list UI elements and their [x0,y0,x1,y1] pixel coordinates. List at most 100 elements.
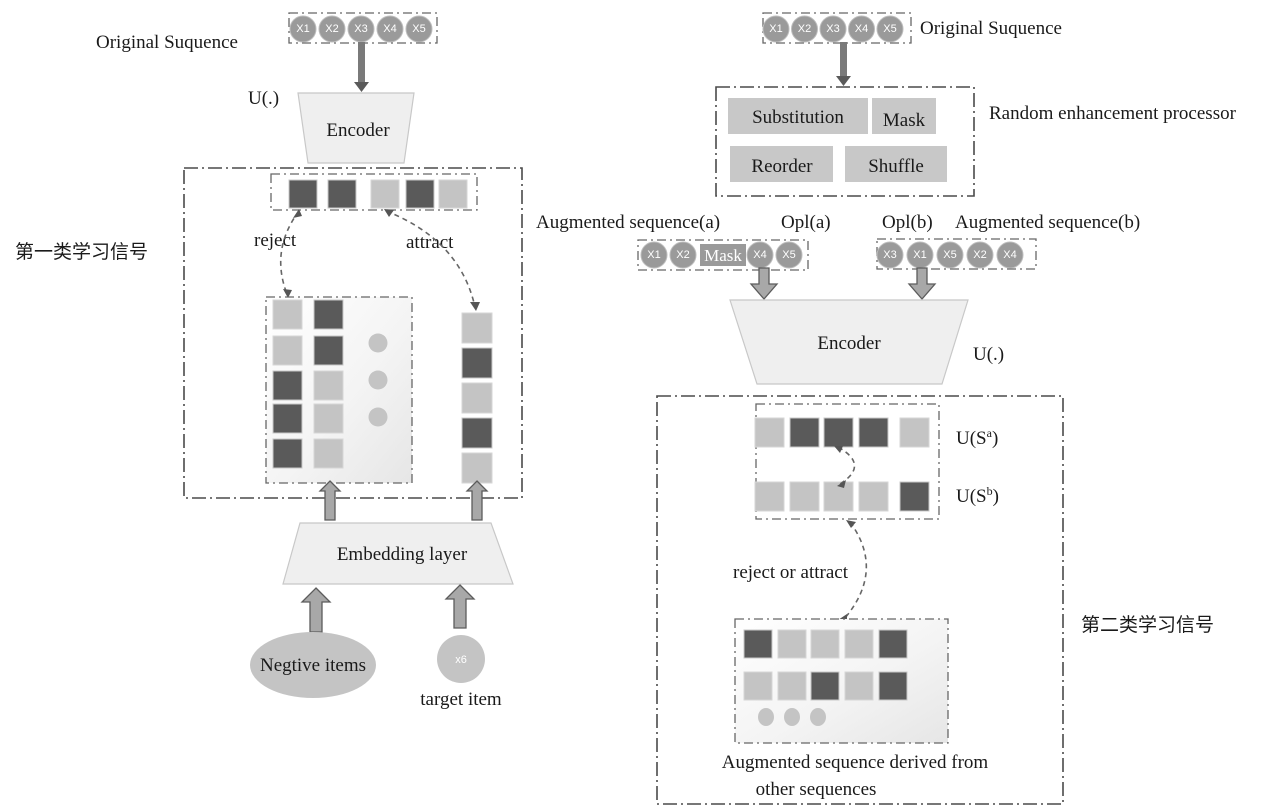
token-label: X1 [296,23,309,35]
negative-items-grid [272,299,388,469]
aug-b-label: Augmented sequence(b) [955,212,1140,233]
usa-cell-dark [823,417,854,448]
usb-cell-light [789,481,820,512]
target-item-circle [437,635,485,683]
neg-cell-light [272,299,303,330]
other-sequences-grid [743,629,908,726]
target-item-label: target item [420,689,502,710]
left-signal-label: 第一类学习信号 [15,241,148,263]
token-label: X2 [676,249,689,261]
usb-cell-light [858,481,889,512]
neg-cell-light [313,370,344,401]
usa-row [754,417,930,448]
op-mask-label: Mask [883,110,926,131]
token-label: X2 [325,23,338,35]
token-circle [376,15,404,43]
token-label: X3 [354,23,367,35]
target-cell-dark [461,417,493,449]
ellipsis-dot [368,370,388,390]
right-encoder-shape [729,299,969,385]
neg-cell-dark [272,438,303,469]
other-caption-line1: Augmented sequence derived from [722,752,989,773]
output-cell-light [438,179,468,209]
token-circle [791,15,818,43]
reject-label: reject [254,230,297,251]
right-encoder: Encoder [729,299,969,385]
neg-cell-dark [313,335,344,366]
right-seq-token: X3 [819,15,847,43]
other-cell-light [844,629,874,659]
aug-a-frame [637,239,809,271]
left-seq-token: X4 [376,15,404,43]
token-label: X5 [943,249,956,261]
op-shuffle-box [845,146,947,182]
token-circle [289,15,317,43]
token-circle [996,241,1024,269]
token-circle [936,241,964,269]
aug-a-token: X4 [746,241,774,269]
token-label: X1 [647,249,660,261]
other-cell-light [743,671,773,701]
ellipsis-dot [368,333,388,353]
left-output-row-frame [270,173,478,211]
target-cell-dark [461,347,493,379]
left-learning-signal-frame [183,167,523,499]
token-circle [876,241,904,269]
output-cell-dark [405,179,435,209]
target-cell-light [461,312,493,344]
token-label: X4 [1003,249,1016,261]
token-circle [318,15,346,43]
token-label: X1 [913,249,926,261]
op-substitution-label: Substitution [752,107,844,128]
neg-cell-dark [272,403,303,434]
reject-or-attract-label: reject or attract [733,562,849,583]
negative-grid-frame [265,296,413,484]
op-shuffle-label: Shuffle [868,156,924,177]
usa-cell-dark [789,417,820,448]
aug-a-token: X1 [640,241,668,269]
left-encoder-label: Encoder [326,120,390,141]
token-label: X2 [973,249,986,261]
right-sequence-frame [762,12,912,44]
aug-a-to-encoder-arrow [749,267,779,300]
processor-frame [715,86,975,197]
token-circle [669,241,697,269]
negative-items-up-arrow [300,587,332,633]
ellipsis-dot [368,407,388,427]
left-seq-token: X1 [289,15,317,43]
token-label: X1 [769,23,782,35]
right-seq-token: X2 [791,15,818,43]
right-original-sequence-label: Original Suquence [920,18,1062,39]
target-cell-light [461,382,493,414]
left-original-sequence-label: Original Suquence [96,32,238,53]
right-seq-to-processor-arrow [836,42,851,86]
aug-b-token: X5 [936,241,964,269]
right-seq-token: X4 [848,15,875,43]
neg-cell-light [313,438,344,469]
output-cell-dark [327,179,357,209]
processor-label: Random enhancement processor [989,103,1237,124]
other-cell-dark [878,671,908,701]
negative-items-node: Negtive items [250,632,376,698]
ellipsis-dot [784,708,800,726]
opl-a-label: Opl(a) [781,212,831,233]
ellipsis-dot [810,708,826,726]
token-label: X5 [782,249,795,261]
left-seq-token: X3 [347,15,375,43]
token-circle [775,241,803,269]
augmented-sequence-b: X3 X1 X5 X2 X4 [876,238,1037,270]
left-seq-token: X5 [405,15,433,43]
right-seq-token: X1 [762,15,790,43]
left-output-row [288,179,468,209]
token-label: X3 [883,249,896,261]
right-signal-label: 第二类学习信号 [1081,614,1214,636]
aug-b-to-encoder-arrow [907,267,937,300]
attract-label: attract [406,232,454,253]
aug-b-token: X3 [876,241,904,269]
aug-b-token: X2 [966,241,994,269]
